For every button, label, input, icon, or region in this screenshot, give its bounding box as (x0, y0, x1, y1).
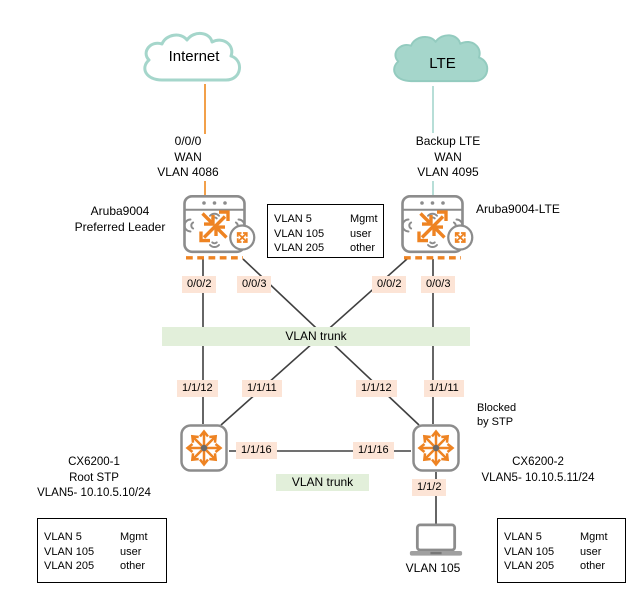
switch2-icon (411, 423, 461, 473)
wan-port: Backup LTE (415, 134, 481, 148)
switch1-icon (179, 423, 229, 473)
wan-port: 0/0/0 (174, 134, 202, 148)
gateway1-icon (183, 194, 258, 262)
legend-role: other (350, 242, 376, 254)
legend-vlan: VLAN 105 (504, 545, 555, 558)
legend-vlan: VLAN 105 (44, 545, 95, 558)
switch2-label: CX6200-2 VLAN5- 10.10.5.11/24 (468, 455, 608, 486)
gateway2-icon (401, 194, 476, 262)
endpoint-vlan-label: VLAN 105 (405, 561, 461, 575)
sw2-port-1-1-11: 1/1/11 (424, 380, 464, 397)
vlan-legend-middle: VLAN 5 Mgmt VLAN 105 user VLAN 205 other (267, 204, 384, 258)
legend-vlan: VLAN 205 (274, 242, 325, 254)
wan-type: WAN (434, 149, 462, 164)
vlan-trunk-upper: VLAN trunk (162, 327, 470, 346)
gw1-port-0-0-3: 0/0/3 (237, 276, 272, 293)
gateway1-label: Aruba9004 Preferred Leader (60, 204, 180, 235)
legend-role: user (120, 545, 142, 558)
switch2-ip: VLAN5- 10.10.5.11/24 (481, 471, 595, 484)
legend-role: other (120, 560, 146, 572)
legend-role: other (580, 560, 606, 572)
wan-internet-label: 0/0/0 WAN VLAN 4086 (138, 134, 238, 181)
stp-blocked-note: Blocked by STP (477, 402, 517, 428)
wan-vlan: VLAN 4086 (157, 165, 219, 179)
internet-cloud-label: Internet (168, 48, 220, 65)
gateway1-role: Preferred Leader (74, 219, 166, 234)
gateway1-name: Aruba9004 (90, 204, 150, 218)
sw2-port-1-1-12: 1/1/12 (356, 380, 397, 397)
legend-row: VLAN 5 Mgmt (268, 212, 383, 227)
gw1-port-0-0-2: 0/0/2 (182, 276, 217, 293)
vlan-legend-bottom-right: VLAN 5 Mgmt VLAN 105 user VLAN 205 other (497, 518, 626, 583)
legend-vlan: VLAN 5 (504, 531, 542, 543)
legend-row: VLAN 105 user (38, 545, 166, 560)
gw2-port-0-0-2: 0/0/2 (372, 276, 407, 293)
legend-row: VLAN 5 Mgmt (38, 530, 166, 545)
legend-row: VLAN 205 other (268, 241, 383, 256)
switch1-name: CX6200-1 (68, 456, 120, 468)
wan-vlan: VLAN 4095 (417, 165, 479, 179)
legend-vlan: VLAN 5 (44, 531, 82, 543)
switch1-role: Root STP (69, 471, 119, 484)
sw2-port-1-1-16: 1/1/16 (353, 442, 394, 459)
legend-vlan: VLAN 205 (504, 560, 555, 572)
legend-row: VLAN 105 user (268, 227, 383, 242)
sw1-port-1-1-12: 1/1/12 (177, 380, 218, 397)
legend-row: VLAN 205 other (498, 559, 625, 574)
legend-role: user (350, 227, 372, 240)
switch2-name: CX6200-2 (512, 456, 564, 468)
legend-vlan: VLAN 5 (274, 213, 312, 225)
lte-cloud: LTE (382, 30, 503, 87)
lte-cloud-label: LTE (429, 55, 456, 72)
wan-lte-label: Backup LTE WAN VLAN 4095 (398, 134, 498, 181)
vlan-legend-bottom-left: VLAN 5 Mgmt VLAN 105 user VLAN 205 other (37, 518, 167, 583)
legend-role: Mgmt (350, 213, 378, 225)
vlan-trunk-lower: VLAN trunk (276, 474, 369, 491)
legend-role: user (580, 545, 602, 558)
legend-row: VLAN 205 other (38, 559, 166, 574)
gw2-port-0-0-3: 0/0/3 (421, 276, 456, 293)
switch1-ip: VLAN5- 10.10.5.10/24 (37, 487, 151, 499)
laptop-icon (408, 523, 464, 557)
sw1-port-1-1-11: 1/1/11 (242, 380, 282, 397)
legend-role: Mgmt (120, 531, 148, 543)
switch1-label: CX6200-1 Root STP VLAN5- 10.10.5.10/24 (24, 455, 164, 502)
legend-role: Mgmt (580, 531, 608, 543)
legend-vlan: VLAN 105 (274, 227, 325, 240)
sw2-port-1-1-2: 1/1/2 (412, 479, 447, 496)
legend-vlan: VLAN 205 (44, 560, 95, 572)
legend-row: VLAN 5 Mgmt (498, 530, 625, 545)
wan-type: WAN (174, 149, 202, 164)
internet-cloud: Internet (133, 28, 255, 86)
sw1-port-1-1-16: 1/1/16 (236, 442, 277, 459)
legend-row: VLAN 105 user (498, 545, 625, 560)
gateway2-name: Aruba9004-LTE (476, 202, 560, 216)
